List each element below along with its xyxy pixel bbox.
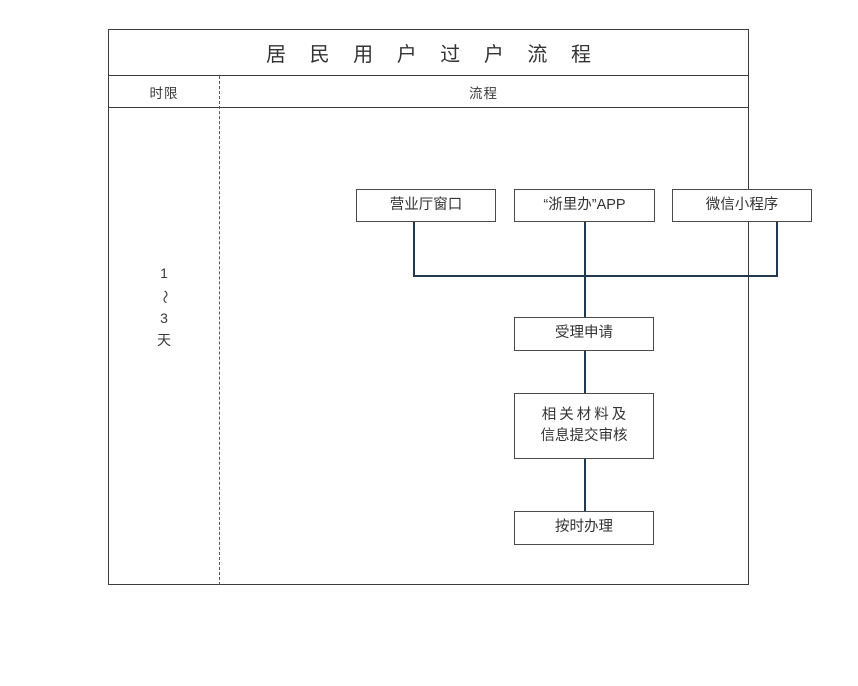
column-divider [219, 76, 220, 585]
process-table: 居 民 用 户 过 户 流 程 时限 流程 1 ～ 3 天 [108, 29, 812, 585]
node-submit-materials-review-line1: 相关材料及 [541, 406, 630, 423]
node-submit-materials-review-line2: 信息提交审核 [540, 428, 628, 444]
column-header-process-label: 流程 [469, 85, 498, 101]
time-limit-end: 3 [160, 310, 168, 327]
node-zhelibanapp-label: “浙里办”APP [543, 196, 626, 213]
node-business-hall-window[interactable]: 营业厅窗口 [356, 189, 496, 222]
time-limit-start: 1 [160, 265, 168, 281]
table-title-row: 居 民 用 户 过 户 流 程 [109, 30, 748, 76]
connector-accept-to-materials [584, 351, 586, 394]
node-wechat-mini-program-label: 微信小程序 [705, 196, 779, 213]
connector-hall-down [413, 222, 415, 276]
flow-diagram: 营业厅窗口 “浙里办”APP 微信小程序 受理申请 相关材料及 信息提交审核 按… [219, 108, 812, 584]
time-limit-cell: 1 ～ 3 天 [109, 108, 219, 584]
node-submit-materials-review[interactable]: 相关材料及 信息提交审核 [514, 393, 654, 459]
node-zhelibanapp[interactable]: “浙里办”APP [514, 189, 655, 222]
node-wechat-mini-program[interactable]: 微信小程序 [672, 189, 812, 222]
time-limit-unit: 天 [157, 332, 171, 349]
node-process-on-time[interactable]: 按时办理 [514, 511, 654, 545]
connector-bus-to-accept [584, 275, 586, 318]
column-header-process: 流程 [219, 76, 748, 107]
table-header-row: 时限 流程 [109, 76, 748, 108]
node-accept-application[interactable]: 受理申请 [514, 317, 654, 351]
node-process-on-time-label: 按时办理 [555, 519, 613, 536]
table-body-row: 1 ～ 3 天 营业厅窗口 “浙里办”APP [109, 108, 812, 584]
node-business-hall-window-label: 营业厅窗口 [389, 196, 463, 213]
node-accept-application-label: 受理申请 [555, 325, 613, 342]
connector-wechat-down [776, 222, 778, 276]
column-header-time-limit: 时限 [109, 76, 219, 107]
connector-merge-bus [413, 275, 778, 277]
connector-app-down [584, 222, 586, 276]
time-limit-stack: 1 ～ 3 天 [157, 263, 173, 352]
connector-materials-to-process [584, 459, 586, 512]
column-header-time-limit-label: 时限 [149, 85, 179, 101]
page-title: 居 民 用 户 过 户 流 程 [266, 44, 600, 66]
time-limit-separator: ～ [156, 289, 173, 304]
